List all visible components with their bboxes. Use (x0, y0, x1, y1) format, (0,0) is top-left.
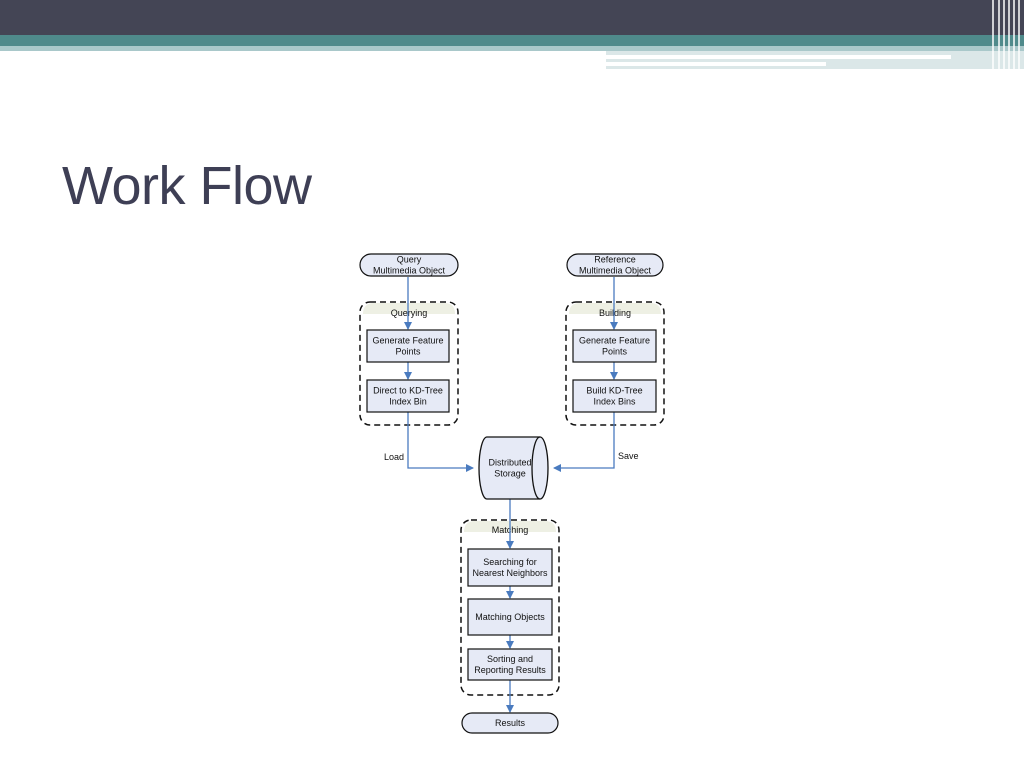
header-band-teal (0, 35, 1024, 46)
connector-arrow (553, 412, 615, 472)
page-title: Work Flow (62, 156, 312, 216)
save-label: Save (618, 451, 639, 461)
connectors (404, 277, 618, 713)
results-node: Results (461, 712, 559, 734)
header-band-pale (0, 46, 1024, 51)
header-ribbon-line (606, 62, 826, 66)
results-label: Results (495, 718, 526, 728)
header-band-dark (0, 0, 1024, 35)
building-label: Building (599, 308, 631, 318)
header-ribbon-line (606, 55, 951, 59)
connector-arrow (407, 412, 474, 472)
header-stripes (990, 0, 1024, 70)
querying-label: Querying (391, 308, 428, 318)
header-ribbon (606, 51, 1024, 69)
matching-objects-label: Matching Objects (475, 612, 545, 622)
matching-objects-box: Matching Objects (467, 598, 553, 636)
load-label: Load (384, 452, 404, 462)
